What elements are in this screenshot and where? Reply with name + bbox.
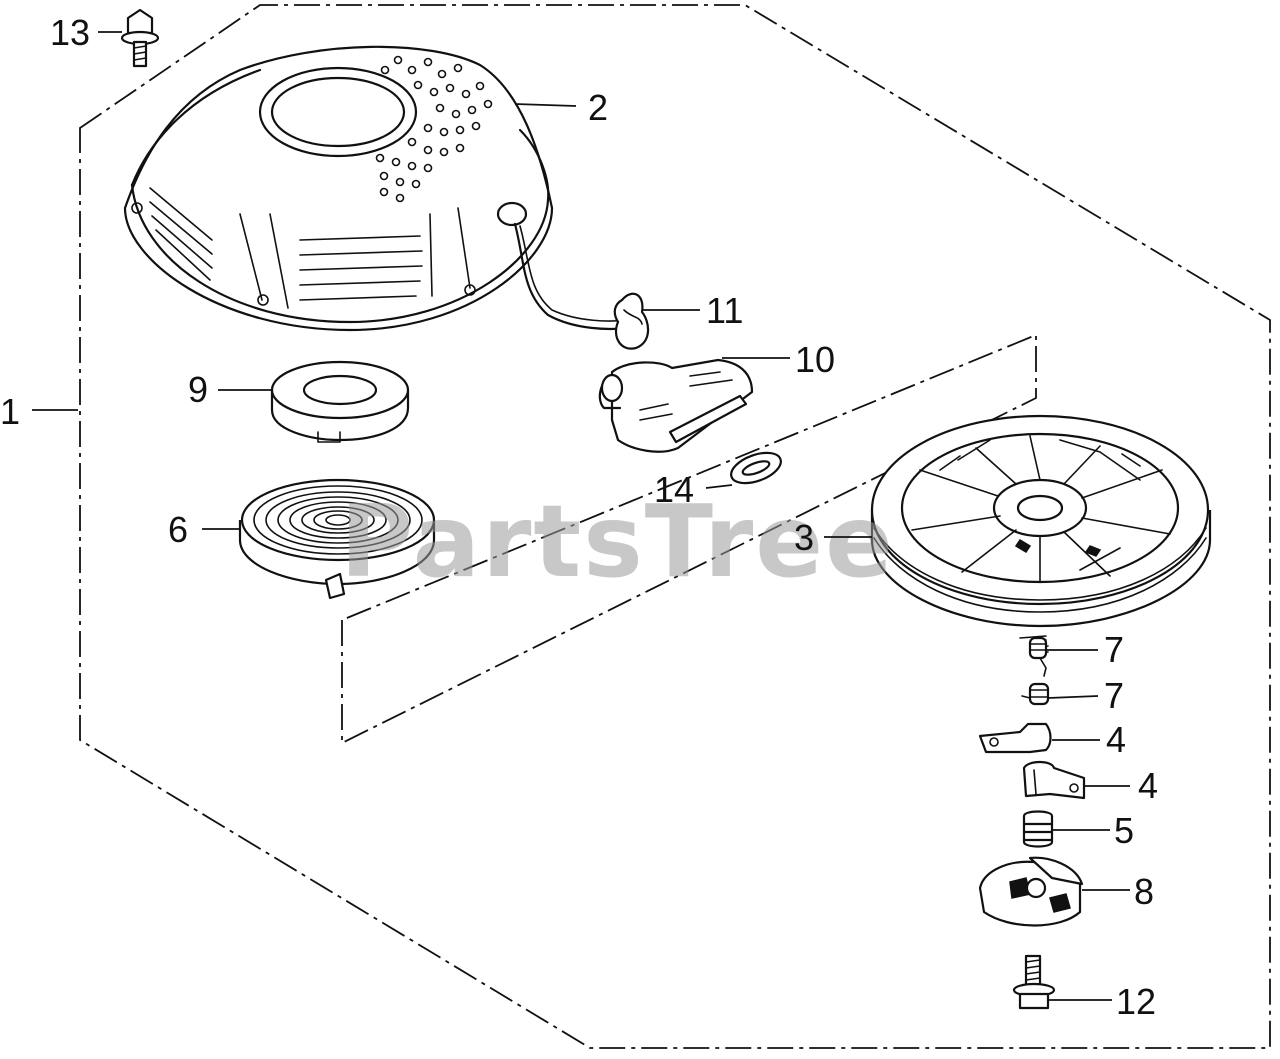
ratchet-4-lower-part bbox=[1022, 760, 1086, 800]
callout-1: 1 bbox=[0, 391, 20, 432]
callout-8: 8 bbox=[1134, 871, 1154, 912]
assembly-boundary bbox=[79, 4, 1271, 1049]
starter-grip-part bbox=[598, 358, 754, 453]
callout-12: 12 bbox=[1116, 981, 1156, 1022]
callout-4-lower: 4 bbox=[1138, 765, 1158, 806]
callout-5: 5 bbox=[1114, 810, 1134, 851]
callout-13: 13 bbox=[50, 12, 90, 53]
callout-3: 3 bbox=[794, 517, 814, 558]
subassembly-boundary bbox=[341, 333, 1037, 745]
starter-case-part bbox=[123, 45, 630, 332]
recoil-spring-part bbox=[238, 478, 436, 600]
spring-7-upper-part bbox=[1019, 635, 1049, 677]
rope-knot-part bbox=[613, 292, 650, 350]
callout-4-upper: 4 bbox=[1106, 719, 1126, 760]
callout-9: 9 bbox=[188, 369, 208, 410]
callout-10: 10 bbox=[795, 339, 835, 380]
reel-spokes bbox=[911, 435, 1171, 583]
callout-11: 11 bbox=[706, 290, 743, 331]
bolt-12-part bbox=[1012, 954, 1056, 1010]
bolt-13-part bbox=[120, 8, 160, 68]
callout-7-lower: 7 bbox=[1104, 675, 1124, 716]
callout-7-upper: 7 bbox=[1104, 629, 1124, 670]
ratchet-4-upper-part bbox=[978, 722, 1052, 754]
callout-6: 6 bbox=[168, 509, 188, 550]
friction-plate-part bbox=[978, 856, 1084, 927]
ring-14-part bbox=[730, 451, 782, 485]
callout-14: 14 bbox=[654, 469, 694, 510]
watermark: PartsTree bbox=[340, 483, 895, 600]
reel-part bbox=[870, 414, 1212, 628]
spring-cover-part bbox=[270, 360, 410, 443]
leader-lines bbox=[32, 31, 1130, 1001]
vent-holes bbox=[375, 55, 493, 203]
spring-7-lower-part bbox=[1021, 682, 1050, 706]
callout-2: 2 bbox=[588, 87, 608, 128]
spring-5-part bbox=[1022, 810, 1054, 848]
case-slots bbox=[149, 187, 471, 309]
